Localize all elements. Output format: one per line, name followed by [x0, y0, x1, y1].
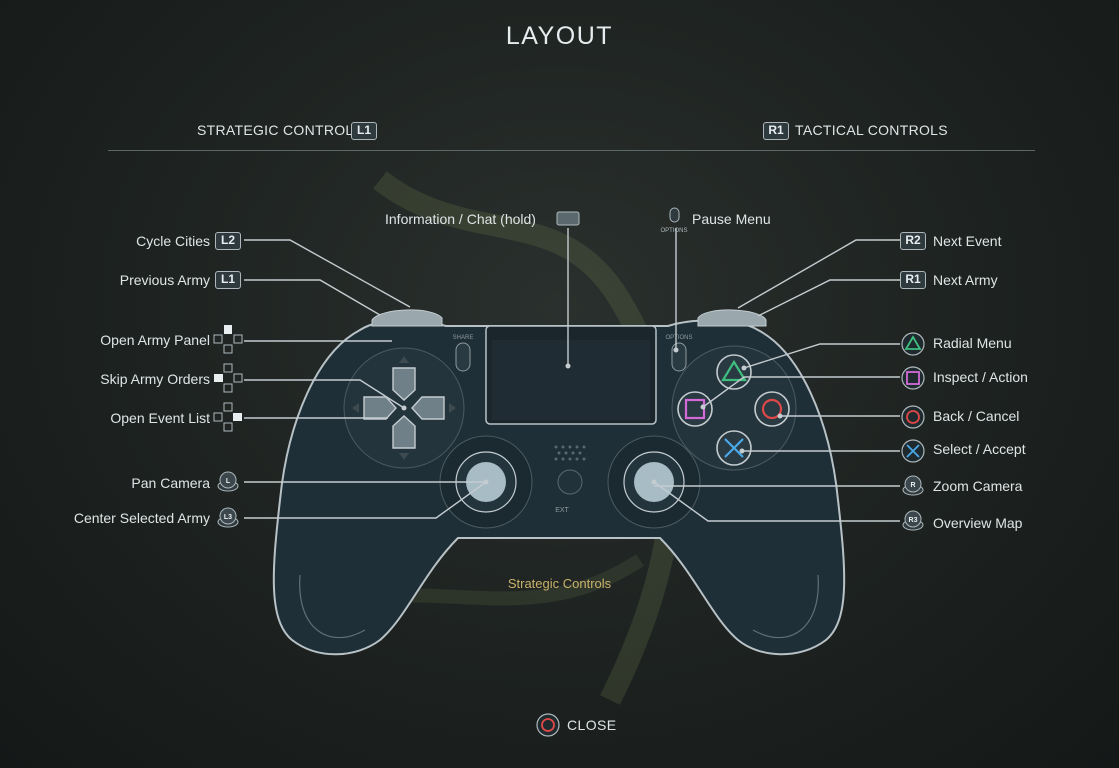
triangle-button	[716, 354, 752, 390]
left-stick-press-badge: L3	[224, 514, 232, 521]
square-button	[677, 391, 713, 427]
dpad-right-icon	[411, 396, 445, 420]
options-small-label-2: OPTIONS	[665, 335, 692, 341]
select-accept-label: Select / Accept	[933, 441, 1026, 457]
pan-camera-label: Pan Camera	[131, 475, 210, 491]
square-mini-icon	[906, 371, 920, 385]
inspect-action-label: Inspect / Action	[933, 369, 1028, 385]
options-icon	[669, 207, 680, 223]
cross-mini-icon	[906, 444, 920, 458]
right-stick-press-badge: R3	[909, 517, 918, 524]
left-shoulder-buttons	[371, 309, 443, 327]
l1-button-badge: L1	[351, 122, 377, 140]
triangle-icon	[721, 359, 747, 382]
open-event-list-label: Open Event List	[110, 410, 210, 426]
touchpad-texture	[492, 340, 650, 420]
dpad	[363, 367, 445, 449]
context-label: Strategic Controls	[507, 576, 612, 591]
share-small-label: SHARE	[453, 335, 474, 341]
l2-button-badge: L2	[215, 232, 241, 250]
cross-button	[716, 430, 752, 466]
circle-mini-button	[901, 405, 925, 429]
options-button	[671, 342, 687, 372]
radial-menu-label: Radial Menu	[933, 335, 1012, 351]
callout-dots	[401, 347, 783, 485]
ext-small-label: EXT	[555, 507, 569, 514]
left-stick-badge: L	[226, 478, 231, 485]
strategic-controls-tab[interactable]: STRATEGIC CONTROLS	[197, 122, 364, 138]
share-button	[455, 342, 471, 372]
back-cancel-label: Back / Cancel	[933, 408, 1020, 424]
dpad-up-icon	[392, 367, 416, 401]
right-stick-press-mini-icon	[902, 510, 924, 531]
dpad-down-icon	[392, 415, 416, 449]
right-stick-mini-icon	[902, 475, 924, 496]
ps-button	[557, 469, 583, 495]
square-mini-button	[901, 366, 925, 390]
page-title: LAYOUT	[505, 22, 614, 50]
next-army-label: Next Army	[933, 272, 998, 288]
next-event-label: Next Event	[933, 233, 1002, 249]
circle-mini-icon	[906, 410, 920, 424]
r1-mini-button-badge: R1	[900, 271, 926, 289]
info-chat-label: Information / Chat (hold)	[385, 211, 536, 227]
r1-button-badge: R1	[763, 122, 789, 140]
l1-mini-button-badge: L1	[215, 271, 241, 289]
previous-army-label: Previous Army	[119, 272, 210, 288]
options-small-label: OPTIONS	[660, 228, 687, 234]
dpad-arrows-icon	[352, 356, 456, 460]
overview-map-label: Overview Map	[933, 515, 1023, 531]
close-button-icon	[536, 713, 560, 737]
touchpad-icon	[556, 211, 580, 226]
triangle-mini-icon	[904, 335, 922, 350]
cross-icon	[724, 438, 744, 458]
close-circle-icon	[541, 718, 555, 732]
skip-army-orders-label: Skip Army Orders	[100, 371, 210, 387]
center-selected-army-label: Center Selected Army	[73, 510, 210, 526]
r2-button-badge: R2	[900, 232, 926, 250]
dpad-left-icon	[363, 396, 397, 420]
left-stick-mini-icon	[217, 471, 239, 492]
cycle-cities-label: Cycle Cities	[136, 233, 210, 249]
open-army-panel-label: Open Army Panel	[100, 332, 210, 348]
pause-menu-label: Pause Menu	[692, 211, 771, 227]
left-stick-press-mini-icon	[217, 507, 239, 528]
header-divider	[108, 150, 1035, 151]
close-button-label[interactable]: CLOSE	[567, 717, 617, 733]
speaker-grill	[554, 445, 586, 461]
tactical-controls-tab[interactable]: TACTICAL CONTROLS	[795, 122, 948, 138]
circle-button	[754, 391, 790, 427]
callout-lines	[244, 228, 900, 522]
dpad-up-mini-icon	[213, 325, 243, 354]
dpad-right-mini-icon	[213, 402, 242, 432]
right-shoulder-buttons	[697, 309, 767, 327]
circle-icon	[761, 398, 783, 420]
right-stick-badge: R	[910, 482, 915, 489]
dpad-left-mini-icon	[214, 363, 243, 393]
zoom-camera-label: Zoom Camera	[933, 478, 1023, 494]
